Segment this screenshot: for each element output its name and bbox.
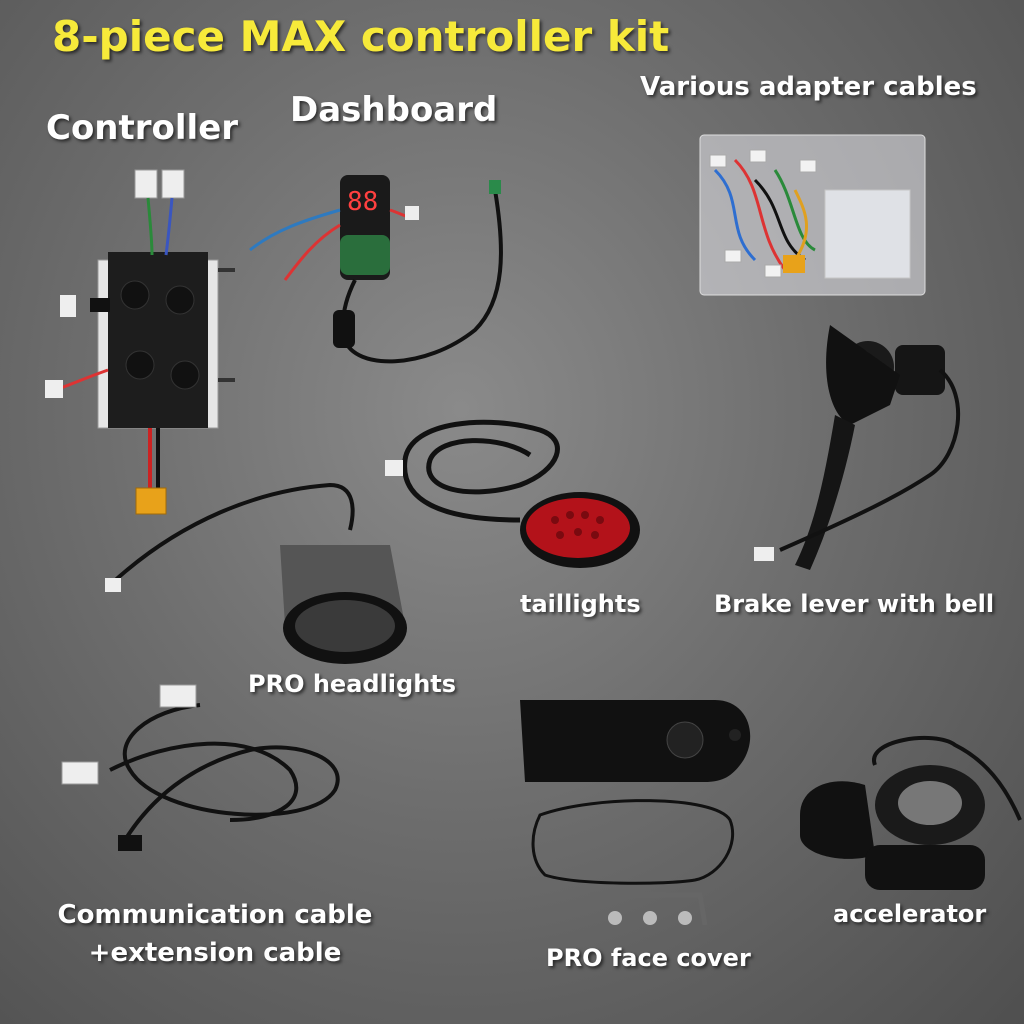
communication-cable-image <box>61 684 340 851</box>
face-cover-label: PRO face cover <box>546 944 751 972</box>
brake-lever-label: Brake lever with bell <box>714 590 995 618</box>
headlights-label: PRO headlights <box>248 670 457 698</box>
dashboard-digits: 88 <box>347 187 378 217</box>
accelerator-label: accelerator <box>833 900 987 928</box>
controller-image <box>45 169 235 515</box>
taillights-image <box>385 419 640 568</box>
communication-cable-label-line2: +extension cable <box>88 938 342 968</box>
face-cover-image <box>520 700 751 926</box>
headlights-image <box>105 482 407 664</box>
page-title: 8-piece MAX controller kit <box>52 12 670 61</box>
dashboard-image: 88 <box>249 175 503 364</box>
adapter-cables-label: Various adapter cables <box>640 72 977 102</box>
adapter-cables-image <box>699 134 926 296</box>
controller-label: Controller <box>46 108 239 148</box>
communication-cable-label-line1: Communication cable <box>57 900 373 930</box>
taillights-label: taillights <box>520 590 641 618</box>
accelerator-image <box>800 735 1022 890</box>
brake-lever-image <box>754 325 961 570</box>
dashboard-label: Dashboard <box>290 90 498 130</box>
